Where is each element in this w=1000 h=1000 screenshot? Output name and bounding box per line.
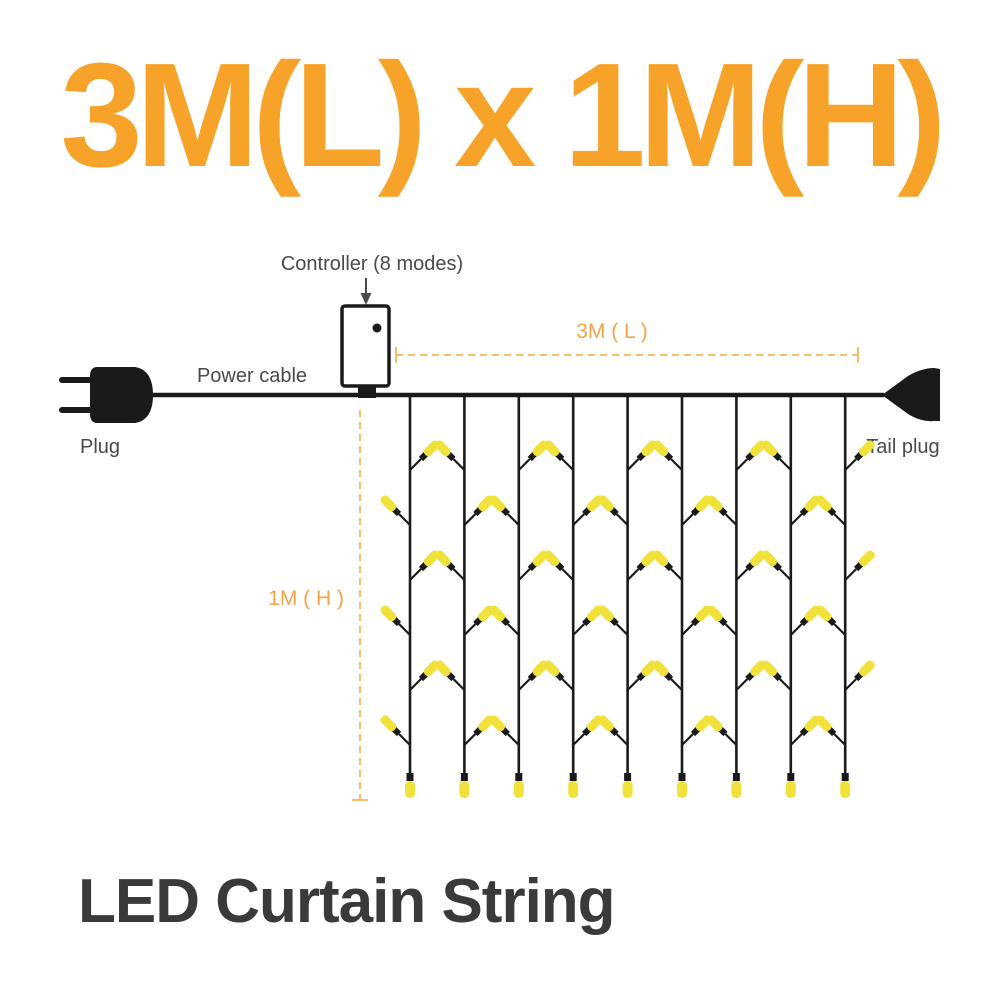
down-arrow-icon — [360, 278, 372, 305]
height-dimension: 1M ( H ) — [268, 410, 368, 801]
size-title: 3M(L) x 1M(H) — [60, 33, 946, 198]
controller-label: Controller (8 modes) — [281, 253, 463, 275]
product-name: LED Curtain String — [78, 867, 616, 936]
led-curtain-diagram: Controller (8 modes) 3M ( L ) 1M ( H ) — [59, 253, 940, 801]
controller-box — [340, 304, 391, 398]
tail-plug-label: Tail plug — [866, 436, 939, 458]
power-cable-label: Power cable — [197, 365, 307, 387]
plug-label: Plug — [80, 436, 120, 458]
plug-icon — [59, 367, 153, 423]
tail-plug-icon — [882, 368, 940, 422]
height-label: 1M ( H ) — [268, 587, 344, 610]
led-strands — [380, 395, 875, 798]
length-label: 3M ( L ) — [576, 320, 648, 343]
length-dimension: 3M ( L ) — [395, 320, 859, 363]
